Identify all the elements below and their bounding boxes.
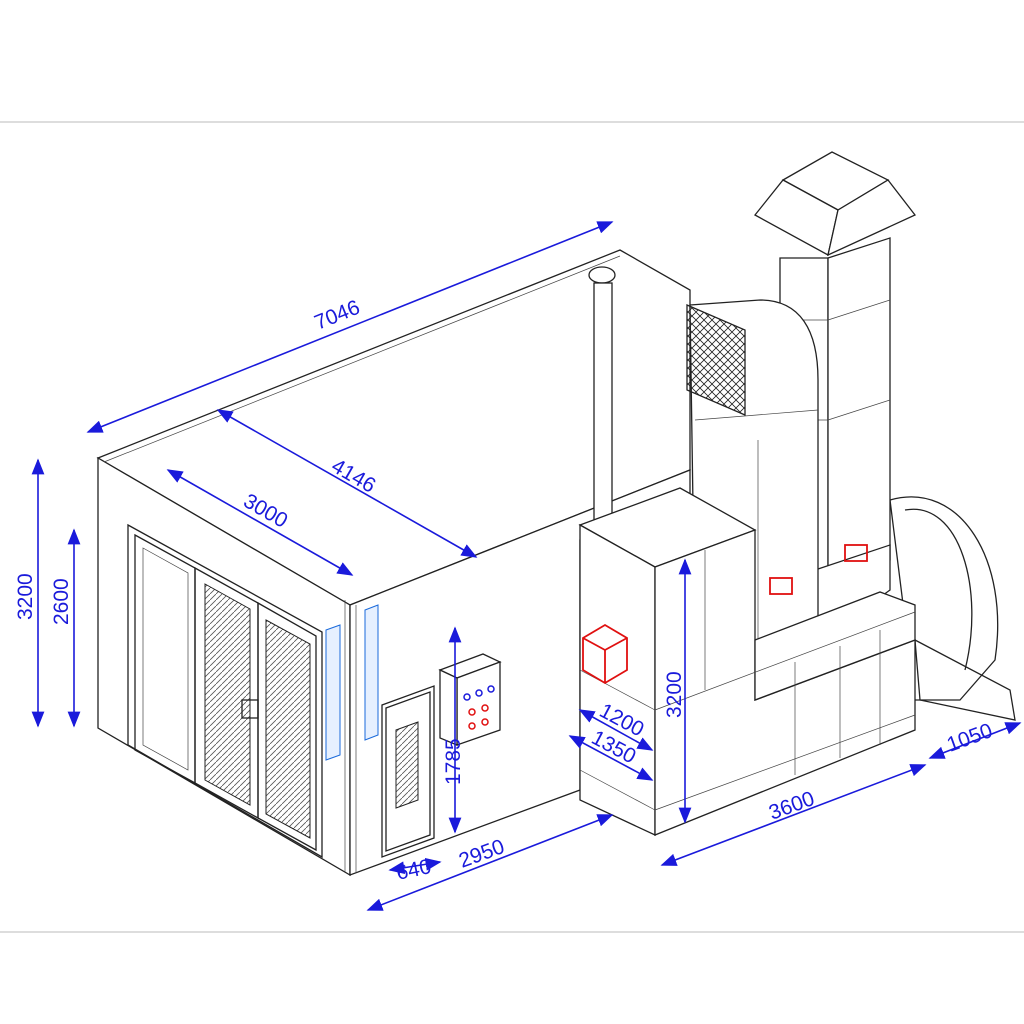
control-button[interactable]	[481, 704, 489, 712]
control-button[interactable]	[481, 718, 489, 726]
control-panel-box[interactable]	[438, 653, 502, 746]
dimension-lines	[31, 221, 1022, 911]
rear-air-duct	[889, 496, 1016, 721]
intake-grille	[686, 304, 746, 416]
door-handle[interactable]	[241, 699, 259, 719]
dim-overall-length: 7046	[311, 296, 363, 335]
sensor-box	[769, 577, 793, 595]
dim-duct-offset: 1050	[944, 719, 996, 757]
dim-service-door-width: 640	[394, 855, 433, 885]
dim-side-length: 2950	[456, 835, 508, 873]
control-button[interactable]	[468, 722, 476, 730]
red-component-box	[582, 623, 628, 685]
indicator-light	[463, 693, 471, 701]
dim-total-height: 3200	[14, 573, 37, 620]
indicator-light	[475, 689, 483, 697]
dim-unit-height: 3200	[663, 671, 686, 718]
brand-label-strips	[325, 604, 379, 761]
dim-unit-length: 3600	[766, 787, 818, 825]
dim-door-height: 2600	[50, 578, 73, 625]
dim-service-door-height: 1785	[442, 738, 465, 785]
indicator-light	[487, 685, 495, 693]
service-door[interactable]	[381, 685, 435, 858]
sensor-box	[844, 544, 868, 562]
control-button[interactable]	[468, 708, 476, 716]
